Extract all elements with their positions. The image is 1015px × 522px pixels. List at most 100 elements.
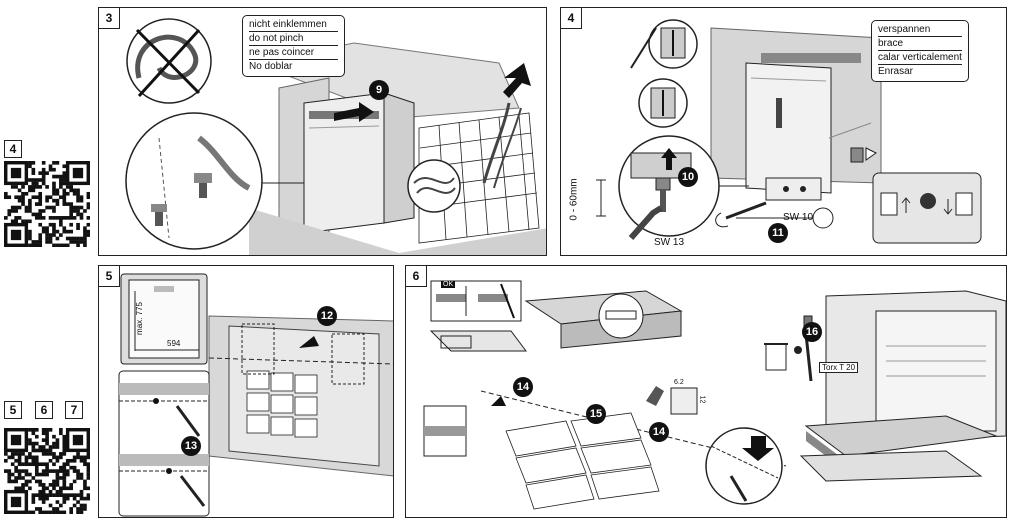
qr-module — [28, 233, 32, 237]
qr-module — [24, 462, 29, 467]
qr-module — [14, 476, 18, 480]
qr-module — [69, 216, 73, 220]
qr-module — [10, 472, 15, 477]
qr-module — [17, 462, 22, 467]
qr-module — [83, 486, 87, 491]
qr-module — [86, 202, 90, 206]
qr-module — [48, 216, 53, 220]
qr-module — [45, 229, 49, 234]
panel-6: 6 — [405, 265, 1007, 518]
qr-module — [31, 185, 36, 189]
qr-module — [76, 472, 80, 477]
qr-module — [38, 216, 43, 220]
qr-module — [21, 202, 25, 206]
qr-module — [41, 445, 46, 449]
qr-module — [76, 500, 80, 504]
qr-module — [59, 222, 63, 227]
qr-module — [52, 493, 56, 497]
qr-module — [48, 469, 53, 473]
qr-module — [14, 452, 18, 456]
qr-module — [59, 510, 63, 514]
qr-module — [62, 465, 67, 470]
qr-module — [79, 205, 84, 210]
qr-module — [48, 240, 53, 244]
qr-module — [24, 479, 29, 484]
qr-module — [4, 452, 8, 456]
qr-module — [45, 198, 49, 203]
qr-module — [62, 216, 67, 220]
qr-module — [41, 489, 46, 494]
qr-module — [52, 229, 56, 234]
qr-module — [55, 229, 60, 234]
qr-module — [55, 479, 60, 484]
qr-module — [69, 493, 73, 497]
qr-module — [34, 212, 39, 217]
qr-label-7: 7 — [65, 401, 83, 419]
qr-module — [52, 507, 56, 511]
qr-module — [59, 428, 63, 432]
qr-module — [55, 188, 60, 193]
qr-module — [38, 493, 43, 497]
qr-module — [52, 462, 56, 467]
qr-module — [21, 476, 25, 480]
panel-4: 4 — [560, 7, 1007, 256]
qr-module — [45, 233, 49, 237]
qr-module — [48, 233, 53, 237]
qr-module — [45, 496, 49, 501]
qr-module — [65, 185, 70, 189]
qr-module — [14, 195, 18, 200]
qr-module — [79, 198, 84, 203]
qr-module — [48, 164, 53, 169]
qr-module — [69, 240, 73, 244]
qr-module — [72, 479, 77, 484]
legend-box: verspannen brace calar verticalement Enr… — [871, 20, 969, 82]
qr-module — [48, 448, 53, 453]
qr-module — [28, 243, 32, 247]
qr-module — [41, 496, 46, 501]
qr-module — [65, 493, 70, 497]
qr-module — [31, 181, 36, 186]
qr-module — [76, 209, 80, 213]
qr-module — [17, 195, 22, 200]
qr-module — [62, 469, 67, 473]
qr-module — [41, 178, 46, 182]
qr-module — [72, 216, 77, 220]
qr-module — [41, 226, 46, 230]
qr-module — [52, 161, 56, 165]
legend-item: brace — [878, 37, 962, 51]
qr-module — [4, 216, 8, 220]
qr-module — [7, 479, 12, 484]
qr-module — [28, 229, 32, 234]
qr-module — [72, 503, 77, 508]
qr-module — [41, 483, 46, 487]
qr-module — [86, 462, 90, 467]
qr-module — [31, 171, 36, 175]
qr-module — [38, 212, 43, 217]
qr-module — [55, 476, 60, 480]
qr-code-5-6-7 — [4, 428, 90, 514]
qr-module — [38, 448, 43, 453]
qr-module — [14, 185, 18, 189]
qr-module — [28, 510, 32, 514]
qr-module — [65, 243, 70, 247]
qr-module — [41, 493, 46, 497]
qr-module — [31, 428, 36, 432]
qr-module — [7, 195, 12, 200]
qr-module — [24, 205, 29, 210]
qr-module — [38, 510, 43, 514]
qr-module — [10, 209, 15, 213]
qr-module — [86, 476, 90, 480]
qr-module — [7, 476, 12, 480]
qr-module — [69, 205, 73, 210]
panel-6-illustration — [423, 280, 1006, 510]
qr-module — [28, 205, 32, 210]
qr-module — [59, 503, 63, 508]
qr-module — [28, 479, 32, 484]
panel-5: 5 — [98, 265, 394, 518]
qr-module — [59, 243, 63, 247]
qr-module — [14, 216, 18, 220]
qr-module — [45, 441, 49, 446]
qr-module — [62, 476, 67, 480]
qr-module — [76, 493, 80, 497]
qr-module — [41, 428, 46, 432]
